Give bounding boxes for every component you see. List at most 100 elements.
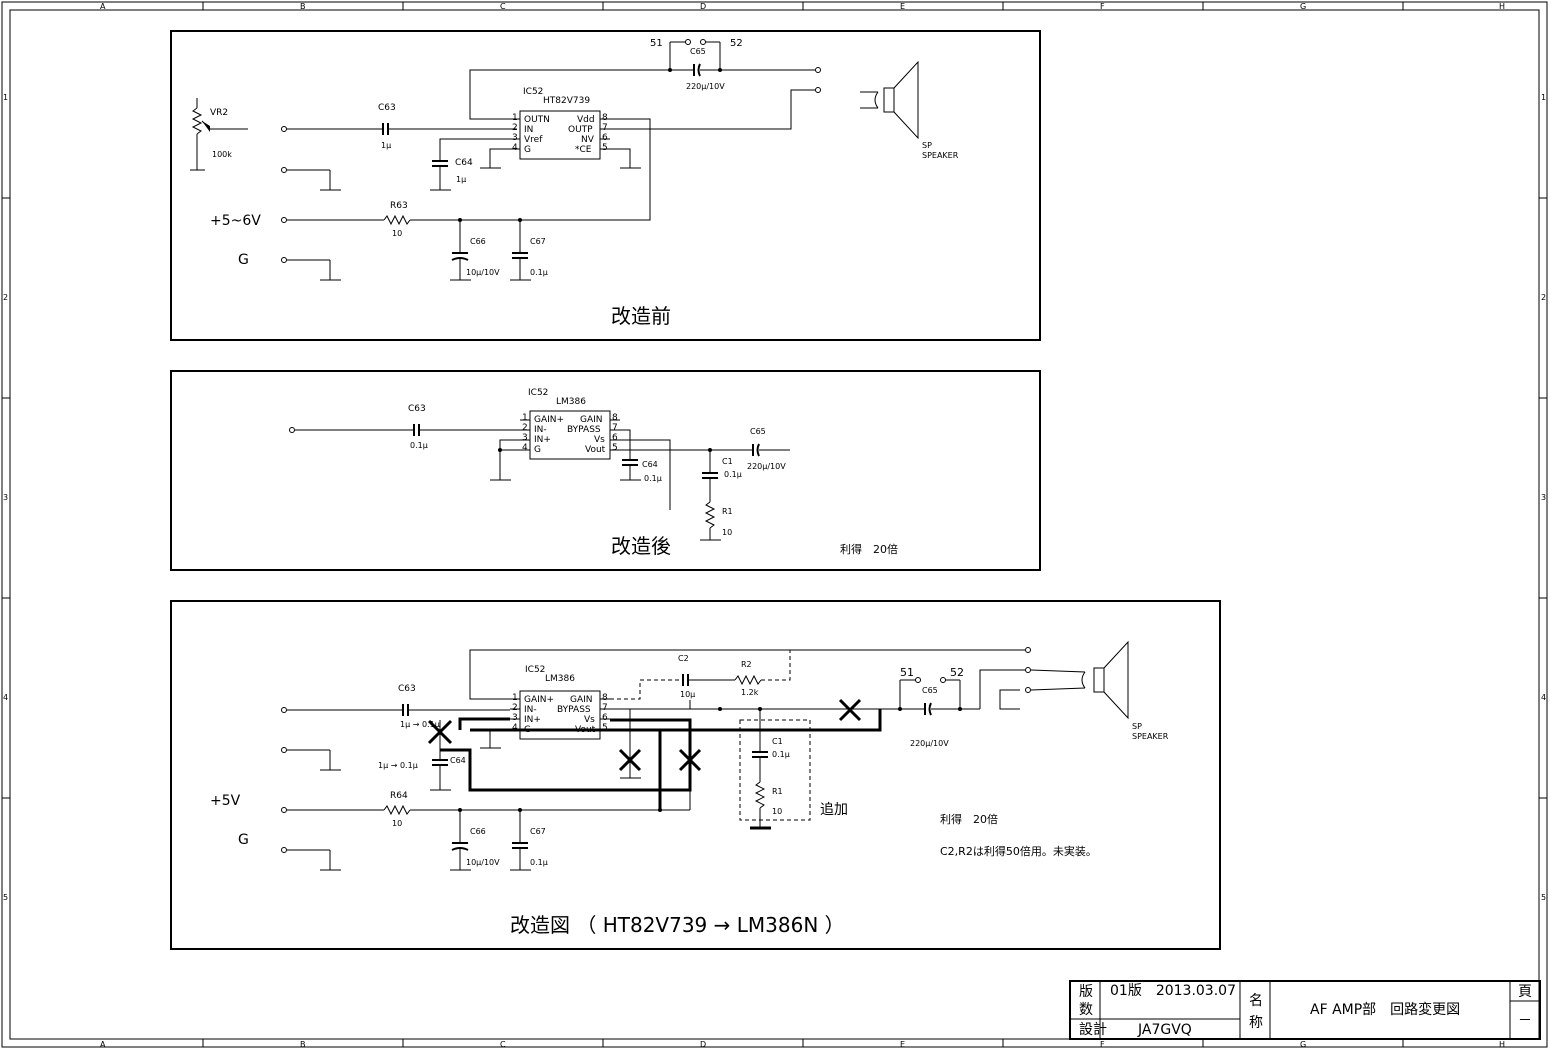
r1-ref: R1 — [722, 507, 733, 516]
row-label-3-right: 3 — [1541, 493, 1546, 502]
gnd-terminal-1 — [281, 747, 287, 753]
pin-num-5: 5 — [602, 143, 608, 153]
version-value: 01版 2013.03.07 — [1110, 983, 1236, 999]
c67-ref: C67 — [530, 237, 546, 246]
c65-ref: C65 — [690, 47, 706, 56]
pin-right-5: Vout — [585, 445, 606, 455]
page-label: 頁 — [1518, 984, 1532, 1000]
design-label: 設計 — [1079, 1022, 1107, 1038]
supply-terminal — [281, 807, 287, 813]
c64-ref: C64 — [450, 756, 466, 765]
gnd-terminal-1 — [281, 167, 287, 173]
pin-num-6: 6 — [602, 713, 608, 723]
name-label-2: 称 — [1249, 1015, 1263, 1031]
added-label: 追加 — [820, 802, 848, 818]
gnd-terminal-2 — [281, 257, 287, 263]
c64-value: 0.1μ — [644, 474, 662, 483]
vr2-potentiometer: VR2 100k — [190, 98, 248, 171]
ic-part: HT82V739 — [543, 96, 590, 106]
pin-left-4: G — [534, 445, 541, 455]
terminal-52: 52 — [950, 666, 964, 679]
r1-ref: R1 — [772, 787, 783, 796]
pin-num-4: 4 — [512, 723, 518, 733]
added-zobel-box — [739, 719, 811, 821]
pin-num-3: 3 — [512, 713, 518, 723]
c64-value: 1μ — [456, 175, 466, 184]
col-label-c-bottom: C — [500, 1040, 506, 1049]
terminal-51: 51 — [900, 666, 914, 679]
c2-value: 10μ — [680, 690, 695, 699]
c1-value: 0.1μ — [772, 750, 790, 759]
pin-num-2: 2 — [522, 423, 528, 433]
r1-resistor — [704, 501, 716, 529]
c66-value: 10μ/10V — [466, 858, 500, 867]
c67-value: 0.1μ — [530, 858, 548, 867]
pin-num-5: 5 — [602, 723, 608, 733]
speaker-label: SPEAKER — [922, 151, 959, 160]
gnd-terminal-2 — [281, 847, 287, 853]
pin-left-1: GAIN+ — [524, 695, 554, 705]
r1-resistor — [754, 781, 766, 809]
col-label-d-bottom: D — [700, 1040, 706, 1049]
c67-value: 0.1μ — [530, 268, 548, 277]
pin-num-1: 1 — [512, 113, 518, 123]
col-label-b-bottom: B — [300, 1040, 306, 1049]
gain-note: 利得 20倍 — [840, 542, 898, 556]
pin-num-8: 8 — [602, 113, 608, 123]
r64-value: 10 — [392, 819, 402, 828]
pin-right-6: Vs — [584, 715, 595, 725]
pin-num-1: 1 — [512, 693, 518, 703]
col-label-d: D — [700, 2, 706, 11]
ic52-lm386-mod: IC52 LM386 GAIN+ IN- IN+ G 1 2 3 4 GAIN … — [510, 665, 610, 740]
drawing-name: AF AMP部 回路変更図 — [1310, 1001, 1460, 1018]
ic52-ht82v739: IC52 HT82V739 OUTN IN Vref G 1 2 3 4 Vdd… — [510, 87, 610, 160]
c66-ref: C66 — [470, 827, 486, 836]
gnd-label: G — [238, 832, 249, 848]
col-label-f: F — [1100, 2, 1105, 11]
col-label-e: E — [900, 2, 905, 11]
ic-part: LM386 — [556, 397, 586, 407]
r63-value: 10 — [392, 229, 402, 238]
row-label-2: 2 — [3, 293, 8, 302]
r64-ref: R64 — [390, 791, 408, 801]
speaker: SP SPEAKER — [860, 60, 959, 160]
c64-ref: C64 — [455, 158, 473, 168]
row-label-4-right: 4 — [1541, 693, 1546, 702]
supply-label: +5V — [210, 793, 241, 809]
c2r2-note: C2,R2は利得50倍用。未実装。 — [940, 844, 1097, 858]
pin-right-6: NV — [581, 135, 595, 145]
c63-value: 1μ — [381, 141, 391, 150]
pin-left-2: IN- — [524, 705, 537, 715]
col-label-h-bottom: H — [1499, 1040, 1505, 1049]
pin-num-8: 8 — [612, 413, 618, 423]
vr2-ref: VR2 — [210, 108, 228, 118]
pin-right-8: GAIN — [570, 695, 593, 705]
terminal-51: 51 — [650, 38, 663, 49]
r63-resistor — [383, 214, 411, 226]
panel-before-title: 改造前 — [611, 304, 671, 328]
col-label-g-bottom: G — [1300, 1040, 1306, 1049]
c66-ref: C66 — [470, 237, 486, 246]
c1-ref: C1 — [772, 737, 783, 746]
input-terminal — [281, 707, 287, 713]
pin-left-4: G — [524, 145, 531, 155]
c63-change: 1μ → 0.1μ — [400, 720, 440, 729]
col-label-a-bottom: A — [100, 1040, 106, 1049]
col-label-f-bottom: F — [1100, 1040, 1105, 1049]
c66-value: 10μ/10V — [466, 268, 500, 277]
pin-num-3: 3 — [522, 433, 528, 443]
pin-num-7: 7 — [612, 423, 618, 433]
pin-left-2: IN — [524, 125, 533, 135]
speaker: SP SPEAKER — [1030, 640, 1169, 741]
speaker-sp: SP — [922, 141, 932, 150]
ic52-lm386: IC52 LM386 GAIN+ IN- IN+ G 1 2 3 4 GAIN … — [520, 388, 620, 460]
pin-left-2: IN- — [534, 425, 547, 435]
pin-right-7: BYPASS — [557, 705, 591, 715]
row-label-1-right: 1 — [1541, 93, 1546, 102]
r2-value: 1.2k — [741, 688, 759, 697]
pin-num-7: 7 — [602, 123, 608, 133]
name-label-1: 名 — [1249, 993, 1263, 1009]
supply-label: +5~6V — [210, 213, 261, 229]
pin-right-6: Vs — [594, 435, 605, 445]
pin-left-1: OUTN — [524, 115, 550, 125]
